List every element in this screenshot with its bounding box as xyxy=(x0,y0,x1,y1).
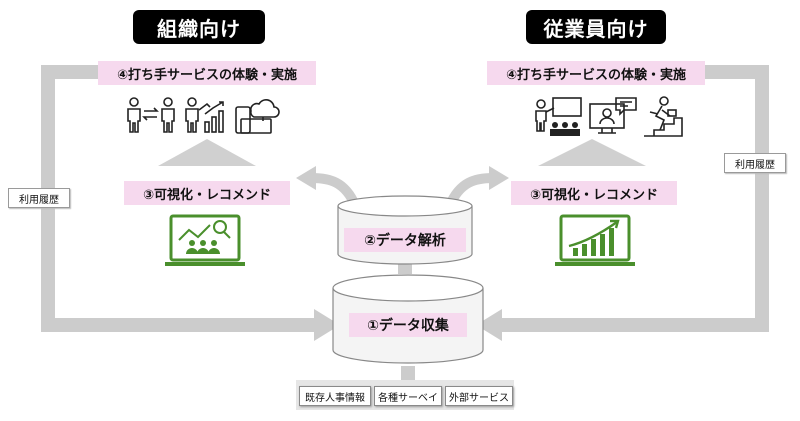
people-exchange-icon xyxy=(127,97,175,133)
cloud-device-icon xyxy=(235,99,280,134)
career-stairs-icon xyxy=(644,96,683,137)
online-meeting-icon xyxy=(589,97,637,134)
growth-presenter-icon xyxy=(185,97,224,133)
employee-step3-label: ③可視化・レコメンド xyxy=(511,181,677,205)
employee-step4-label: ④打ち手サービスの体験・実施 xyxy=(487,61,705,85)
analysis-label: ②データ解析 xyxy=(344,228,466,252)
collection-label: ①データ収集 xyxy=(349,313,467,337)
triangle-org xyxy=(158,139,256,166)
right-loop-arrowhead xyxy=(476,309,502,341)
left-loop-arrowhead xyxy=(314,309,340,341)
org-step4-label: ④打ち手サービスの体験・実施 xyxy=(98,61,316,85)
source-external-tag: 外部サービス xyxy=(445,386,513,406)
analytics-laptop-icon xyxy=(165,214,245,266)
curve-arrowhead-left xyxy=(296,166,316,190)
source-hr-tag: 既存人事情報 xyxy=(299,386,371,406)
triangle-employee xyxy=(538,139,646,166)
org-step3-label: ③可視化・レコメンド xyxy=(124,181,290,205)
right-loop-arrow xyxy=(492,65,769,332)
org-history-tag: 利用履歴 xyxy=(8,188,70,208)
employee-header: 従業員向け xyxy=(526,10,666,44)
curve-arrowhead-right xyxy=(489,166,509,190)
org-header: 組織向け xyxy=(133,10,265,44)
presentation-audience-icon xyxy=(535,97,582,136)
up-arrow-shaft xyxy=(398,262,412,274)
employee-history-tag: 利用履歴 xyxy=(724,153,786,173)
growth-chart-laptop-icon xyxy=(555,214,635,266)
source-arrow-shaft xyxy=(401,366,415,382)
source-survey-tag: 各種サーベイ xyxy=(374,386,442,406)
